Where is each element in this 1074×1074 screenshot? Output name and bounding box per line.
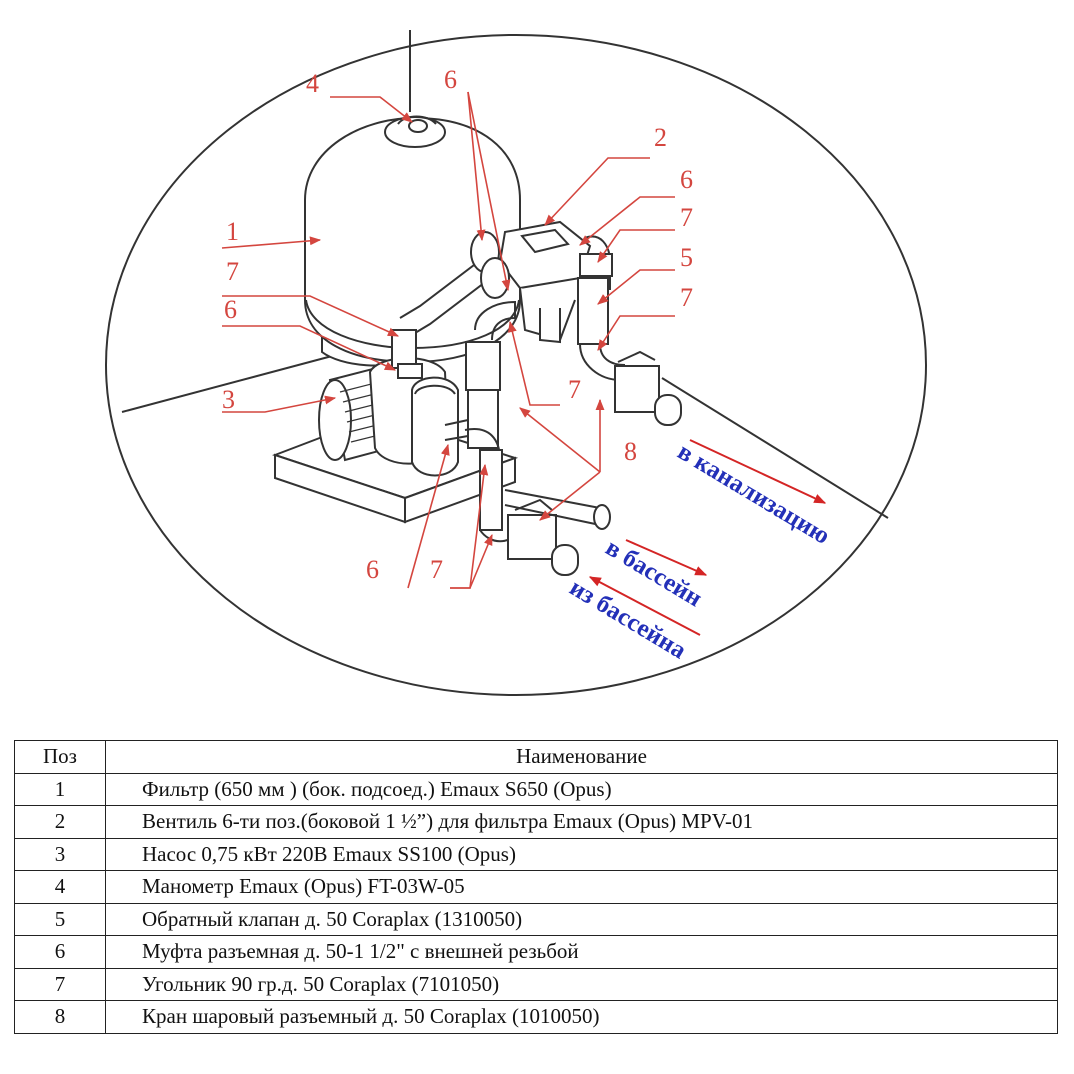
row-pos: 3 bbox=[14, 837, 106, 871]
parts-table: Поз Наименование 1 Фильтр (650 мм ) (бок… bbox=[14, 740, 1058, 1034]
arrow-to-pool bbox=[625, 539, 708, 576]
row-pos: 2 bbox=[14, 805, 106, 839]
table-row: 3 Насос 0,75 кВт 220В Emaux SS100 (Opus) bbox=[14, 837, 1058, 871]
table-row: 8 Кран шаровый разъемный д. 50 Coraplax … bbox=[14, 1000, 1058, 1034]
callout-6: 6 bbox=[444, 65, 457, 94]
pump bbox=[318, 357, 459, 477]
callout-leaders bbox=[221, 91, 675, 589]
callout-2: 2 bbox=[654, 123, 667, 152]
row-name: Манометр Emaux (Opus) FT-03W-05 bbox=[105, 870, 1058, 904]
row-pos: 5 bbox=[14, 902, 106, 936]
room-outline bbox=[105, 30, 927, 696]
table-row: 6 Муфта разъемная д. 50-1 1/2" с внешней… bbox=[14, 935, 1058, 969]
header-name: Наименование bbox=[105, 740, 1058, 774]
table-row: 1 Фильтр (650 мм ) (бок. подсоед.) Emaux… bbox=[14, 772, 1058, 806]
arrow-from-pool bbox=[588, 576, 701, 636]
table-row: 5 Обратный клапан д. 50 Coraplax (131005… bbox=[14, 902, 1058, 936]
callout-6: 6 bbox=[366, 555, 379, 584]
row-pos: 4 bbox=[14, 870, 106, 904]
callout-5: 5 bbox=[680, 243, 693, 272]
row-name: Обратный клапан д. 50 Coraplax (1310050) bbox=[105, 902, 1058, 936]
callout-3: 3 bbox=[222, 385, 235, 414]
callout-labels: 4 1 7 6 3 6 2 6 7 5 7 7 8 6 7 bbox=[222, 65, 693, 584]
callout-7: 7 bbox=[680, 203, 693, 232]
callout-8: 8 bbox=[624, 437, 637, 466]
row-pos: 7 bbox=[14, 967, 106, 1001]
callout-6: 6 bbox=[224, 295, 237, 324]
row-name: Кран шаровый разъемный д. 50 Coraplax (1… bbox=[105, 1000, 1058, 1034]
row-name: Вентиль 6-ти поз.(боковой 1 ½”) для филь… bbox=[105, 805, 1058, 839]
callout-7: 7 bbox=[568, 375, 581, 404]
row-pos: 8 bbox=[14, 1000, 106, 1034]
direction-to-sewer: в канализацию bbox=[673, 438, 835, 550]
table-header-row: Поз Наименование bbox=[14, 740, 1058, 774]
table-row: 2 Вентиль 6-ти поз.(боковой 1 ½”) для фи… bbox=[14, 805, 1058, 839]
pipework bbox=[391, 231, 682, 576]
wall-floor-right bbox=[661, 377, 889, 519]
callout-7: 7 bbox=[430, 555, 443, 584]
flow-directions: в канализацию в бассейн из бассейна bbox=[565, 438, 835, 665]
arrow-to-sewer bbox=[689, 439, 827, 504]
callout-7: 7 bbox=[680, 283, 693, 312]
row-name: Муфта разъемная д. 50-1 1/2" с внешней р… bbox=[105, 935, 1058, 969]
row-name: Угольник 90 гр.д. 50 Coraplax (7101050) bbox=[105, 967, 1058, 1001]
row-name: Насос 0,75 кВт 220В Emaux SS100 (Opus) bbox=[105, 837, 1058, 871]
callout-7: 7 bbox=[226, 257, 239, 286]
pump-filter-assembly-diagram: 4 1 7 6 3 6 2 6 7 5 7 7 8 6 7 в канализа… bbox=[105, 30, 927, 696]
table-row: 7 Угольник 90 гр.д. 50 Coraplax (7101050… bbox=[14, 967, 1058, 1001]
callout-4: 4 bbox=[306, 69, 319, 98]
room-ellipse bbox=[105, 34, 927, 696]
row-pos: 1 bbox=[14, 772, 106, 806]
table-row: 4 Манометр Emaux (Opus) FT-03W-05 bbox=[14, 870, 1058, 904]
row-pos: 6 bbox=[14, 935, 106, 969]
header-pos: Поз bbox=[14, 740, 106, 774]
callout-6: 6 bbox=[680, 165, 693, 194]
callout-1: 1 bbox=[226, 217, 239, 246]
row-name: Фильтр (650 мм ) (бок. подсоед.) Emaux S… bbox=[105, 772, 1058, 806]
